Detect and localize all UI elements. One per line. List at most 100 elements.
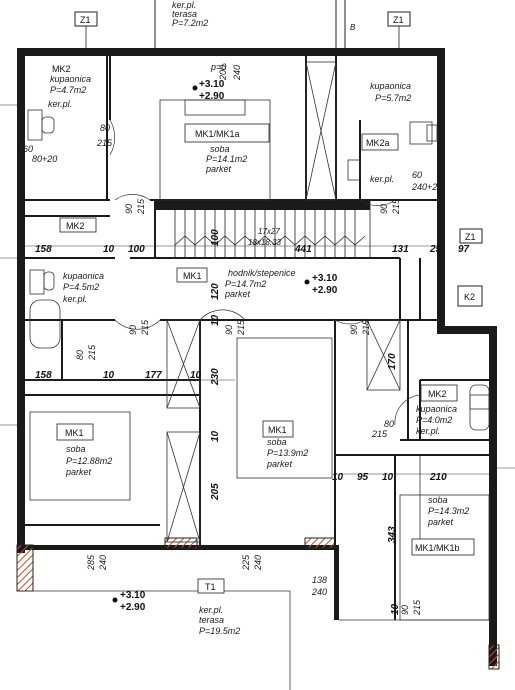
room-mid-floor: parket bbox=[266, 459, 293, 469]
hall-area: P=14.7m2 bbox=[225, 279, 266, 289]
bath-ml-floor: ker.pl. bbox=[63, 294, 87, 304]
dim-225: 225 bbox=[241, 554, 251, 571]
dim-row3-3: 210 bbox=[429, 472, 447, 483]
level-marker-top bbox=[192, 85, 198, 91]
top-terrace-label: ker.pl. terasa P=7.2m2 bbox=[172, 0, 208, 28]
dim-row1-3: 441 bbox=[294, 244, 312, 255]
dim-215i: 215 bbox=[371, 429, 388, 439]
bath-br-area: P=4.0m2 bbox=[416, 415, 452, 425]
bath-tl-floor: ker.pl. bbox=[48, 99, 72, 109]
b-mark: B bbox=[350, 23, 356, 32]
dim-100v: 100 bbox=[210, 229, 221, 246]
axis-tag-k2 bbox=[457, 285, 483, 307]
dim-215d: 215 bbox=[140, 319, 150, 336]
dim-row1-1: 10 bbox=[103, 244, 115, 255]
dim-240d: 240 bbox=[311, 587, 327, 597]
room-mid-name: soba bbox=[267, 437, 287, 447]
room-tag-boxes bbox=[56, 123, 475, 594]
wardrobes bbox=[166, 61, 401, 543]
room-br-name: soba bbox=[428, 495, 448, 505]
dim-80a: 80 bbox=[100, 123, 110, 133]
room-br-tag: MK1/MK1b bbox=[415, 543, 460, 553]
dim-row1-0: 158 bbox=[35, 244, 52, 255]
dim-230: 230 bbox=[210, 368, 221, 386]
mk2-left-tag: MK2 bbox=[66, 221, 85, 231]
level-top-minus: +2.90 bbox=[199, 91, 225, 102]
bath-br-floor: ker.pl. bbox=[416, 426, 440, 436]
axis-tag-k2-text: K2 bbox=[464, 292, 475, 302]
column-hatch-br bbox=[488, 644, 500, 670]
level-p0: p=0 bbox=[210, 62, 226, 72]
column-hatch-right bbox=[304, 537, 336, 549]
dim-row1-6: 97 bbox=[458, 244, 470, 255]
dim-90g: 90 bbox=[400, 605, 410, 615]
dim-343: 343 bbox=[387, 526, 398, 543]
dim-row2-2: 177 bbox=[145, 370, 162, 381]
hall-floor: parket bbox=[224, 289, 251, 299]
dim-90d: 90 bbox=[224, 325, 234, 335]
axis-tag-z1-mid bbox=[459, 228, 483, 244]
dim-240-20: 240+20 bbox=[411, 182, 442, 192]
dim-240c: 240 bbox=[253, 555, 263, 571]
top-terrace-area: P=7.2m2 bbox=[172, 18, 208, 28]
dim-240b: 240 bbox=[98, 555, 108, 571]
bath-tr-name: kupaonica bbox=[370, 81, 411, 91]
dim-10v2: 10 bbox=[210, 430, 221, 442]
room-top-area: P=14.1m2 bbox=[206, 154, 247, 164]
terrace-name: terasa bbox=[199, 615, 224, 625]
bath-tl-name: kupaonica bbox=[50, 74, 91, 84]
room-left-floor: parket bbox=[65, 467, 92, 477]
column-hatch-left bbox=[16, 544, 34, 592]
dim-240a: 240 bbox=[232, 65, 242, 81]
bath-ml-name: kupaonica bbox=[63, 271, 104, 281]
dim-10v1: 10 bbox=[210, 314, 221, 326]
door-swings bbox=[109, 119, 421, 426]
room-top-name: soba bbox=[210, 144, 230, 154]
level-marker-terrace bbox=[112, 597, 118, 603]
terrace-area: P=19.5m2 bbox=[199, 626, 240, 636]
mk2a-floor: ker.pl. bbox=[370, 174, 394, 184]
dim-215e: 215 bbox=[87, 344, 97, 361]
top-terrace-name: terasa bbox=[172, 9, 197, 19]
dim-80b: 80 bbox=[75, 350, 85, 360]
dim-60: 60 bbox=[412, 170, 422, 180]
dim-215b: 215 bbox=[136, 198, 146, 215]
dim-row3-0: 10 bbox=[332, 472, 344, 483]
dim-row1-5: 25 bbox=[429, 244, 442, 255]
dim-row2-3: 10 bbox=[190, 370, 202, 381]
bath-tl-tag: MK2 bbox=[52, 64, 71, 74]
axis-tag-z1-left-text: Z1 bbox=[80, 15, 91, 25]
dim-215c: 215 bbox=[391, 198, 401, 215]
dimension-lines bbox=[0, 104, 515, 475]
stair-spec1: 17x27 bbox=[258, 227, 280, 236]
dim-138: 138 bbox=[312, 575, 327, 585]
room-br-area: P=14.3m2 bbox=[428, 506, 469, 516]
terrace-outline bbox=[17, 455, 489, 690]
bath-ml-area: P=4.5m2 bbox=[63, 282, 99, 292]
dim-row3-2: 10 bbox=[382, 472, 394, 483]
room-mid-area: P=13.9m2 bbox=[267, 448, 308, 458]
dim-215g: 215 bbox=[361, 319, 371, 336]
dim-row2-1: 10 bbox=[103, 370, 115, 381]
hall-name: hodnik/stepenice bbox=[228, 268, 296, 278]
room-left-area: P=12.88m2 bbox=[66, 456, 112, 466]
dim-row2-0: 158 bbox=[35, 370, 52, 381]
level-terrace-minus: +2.90 bbox=[120, 602, 146, 613]
bath-tl-area: P=4.7m2 bbox=[50, 85, 86, 95]
room-top-floor: parket bbox=[205, 164, 232, 174]
bath-br-tag: MK2 bbox=[428, 389, 447, 399]
dim-215j: 215 bbox=[412, 599, 422, 616]
mk2a-tag: MK2a bbox=[366, 138, 390, 148]
dim-215f: 215 bbox=[236, 319, 246, 336]
level-marker-hall bbox=[304, 279, 310, 285]
top-terrace-floor: ker.pl. bbox=[172, 0, 196, 10]
dim-80-20: 80+20 bbox=[32, 154, 57, 164]
dim-row3-1: 95 bbox=[357, 472, 369, 483]
dim-200: 200 bbox=[218, 65, 228, 81]
column-hatch-mid bbox=[164, 537, 198, 549]
room-top-tag: MK1/MK1a bbox=[195, 129, 240, 139]
level-terrace-plus: +3.10 bbox=[120, 590, 146, 601]
dim-205: 205 bbox=[210, 483, 221, 501]
dim-90b: 90 bbox=[379, 204, 389, 214]
